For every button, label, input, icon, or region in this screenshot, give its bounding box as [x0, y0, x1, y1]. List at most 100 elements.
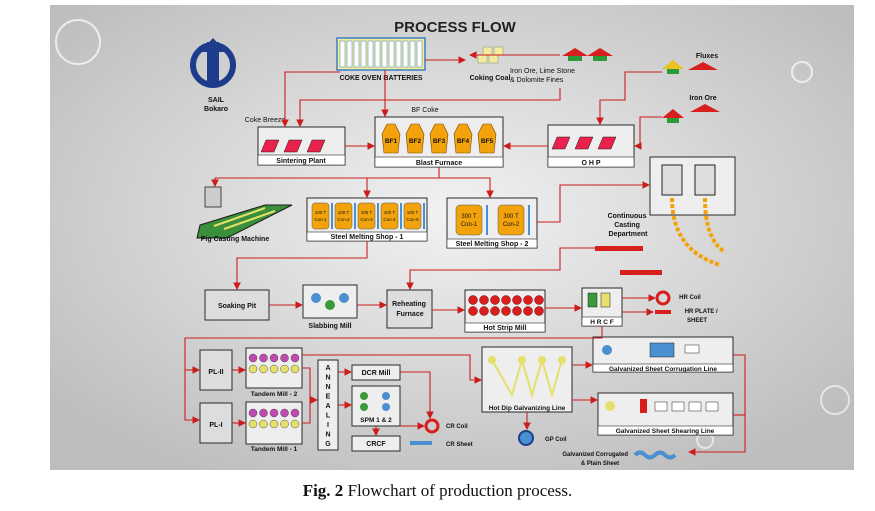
cr-sheet-icon — [410, 441, 432, 445]
flow-hrcf-to-cold — [184, 326, 603, 424]
coke-oven-cell — [360, 40, 367, 68]
annealing-letter: L — [326, 413, 331, 420]
ccd-strand — [703, 197, 727, 254]
bf-unit-label: BF1 — [385, 138, 398, 145]
annealing-letter: I — [327, 422, 329, 429]
ohp-bed — [597, 136, 617, 150]
flow-ironore-to-ohp — [633, 116, 662, 150]
label-gp-coil: GP Coil — [545, 437, 567, 443]
hot-strip-mill-label-box — [464, 322, 546, 333]
label-hrcf: H R C F — [590, 319, 614, 326]
hsm-roll — [468, 306, 478, 316]
hdgl-strip-path — [491, 356, 563, 399]
hr-coil-icon — [655, 290, 671, 306]
label-reheating-furnace: Reheating Furnace — [392, 301, 428, 318]
flow-coke-breeze — [281, 71, 340, 128]
logo-name: SAIL — [208, 97, 225, 104]
tandem-roll — [269, 419, 279, 429]
annealing-letter: E — [326, 394, 331, 401]
tandem-roll — [248, 364, 258, 374]
bf-unit-label: BF4 — [457, 138, 470, 145]
label-galv-corrugated: Galvanized Corrugated & Plain Sheet — [562, 452, 629, 467]
coke-oven-cell — [402, 40, 409, 68]
flow-dcr-out — [400, 371, 434, 420]
ccd-tundish-left — [661, 164, 683, 196]
tandem-roll — [259, 419, 268, 429]
label-iron-ore-fines: Iron Ore, Lime Stone & Dolomite Fines — [510, 68, 577, 84]
flow-bf-distribution — [211, 167, 440, 188]
galvanized-sheet-shearing-line: Galvanized Sheet Shearing Line — [597, 392, 734, 436]
label-cr-coil: CR Coil — [446, 424, 468, 430]
tandem2-rolls — [248, 353, 300, 374]
label-hot-strip-mill: Hot Strip Mill — [483, 325, 526, 332]
diagram-canvas: PROCESS FLOW SAIL Bokaro Coking Coal Flu… — [50, 5, 854, 470]
label-crcf: CRCF — [366, 441, 386, 448]
flow-sms2-to-ccd — [537, 181, 651, 223]
sms2-converter — [455, 204, 483, 236]
label-gscl: Galvanized Sheet Corrugation Line — [609, 366, 717, 373]
sinter-bed — [260, 139, 280, 153]
label-pig-casting: Pig Casting Machine — [201, 236, 270, 243]
flow-bf-to-sms2 — [439, 177, 494, 199]
label-ccd: Continuous Casting Department — [608, 213, 649, 238]
hsm-roll — [523, 295, 533, 305]
annealing-letter: N — [325, 375, 330, 382]
tandem-roll — [290, 353, 300, 363]
raw-material-icons — [477, 46, 720, 123]
flow-arrows — [184, 51, 746, 456]
hsm-roll — [534, 306, 544, 316]
tandem-roll — [280, 353, 289, 363]
decor-bubble — [820, 385, 850, 415]
coke-oven-cell — [416, 40, 423, 68]
bf-unit-label: BF5 — [481, 138, 494, 145]
tandem1-rolls — [248, 408, 300, 429]
hsm-roll — [479, 306, 489, 316]
soaking-pit: Soaking Pit — [204, 289, 270, 321]
tandem-roll — [259, 364, 268, 374]
label-sintering-plant: Sintering Plant — [276, 158, 326, 165]
sms2-converter — [497, 204, 525, 236]
sintering-plant: Sintering Plant — [257, 126, 346, 166]
sinter-bed — [283, 139, 303, 153]
hsm-roll — [501, 306, 511, 316]
pickling-line-2: PL-II — [199, 349, 233, 391]
coking-coal-pile-icon — [562, 48, 613, 61]
label-soaking-pit: Soaking Pit — [218, 303, 257, 310]
ohp-bed — [551, 136, 571, 150]
galvanized-sheet-corrugation-line: Galvanized Sheet Corrugation Line — [592, 336, 734, 373]
label-sms1: Steel Melting Shop - 1 — [331, 234, 404, 241]
ore-handling-plant: O H P — [547, 124, 635, 168]
ccd-strand — [670, 197, 721, 267]
soaking-pit-box — [204, 289, 270, 321]
gp-coil-icon — [518, 430, 534, 446]
coke-oven-cell — [346, 40, 353, 68]
label-cr-sheet: CR Sheet — [446, 442, 473, 448]
coke-oven-cell — [353, 40, 360, 68]
tandem-mill-2: Tandem Mill - 2 — [245, 347, 303, 398]
flow-tm-to-hdgl — [302, 354, 483, 384]
label-coking-coal: Coking Coal — [470, 75, 511, 82]
hot-dip-galvanizing-line: Hot Dip Galvanizing Line — [481, 346, 573, 413]
tandem-roll — [269, 353, 279, 363]
tandem-roll — [290, 419, 300, 429]
ccd-slab — [595, 246, 643, 251]
bf-unit-shape — [477, 123, 497, 154]
reheating-furnace-box — [386, 289, 433, 329]
tandem-roll — [290, 408, 300, 418]
tandem-roll — [248, 419, 258, 429]
tandem-roll — [280, 408, 289, 418]
bf-unit-shape — [381, 123, 401, 154]
reheating-furnace: Reheating Furnace — [386, 289, 433, 329]
pickling-line-1: PL-I — [199, 402, 233, 444]
flow-fines-to-sinter — [296, 88, 561, 128]
label-spm: SPM 1 & 2 — [360, 417, 392, 424]
coke-oven-cell — [367, 40, 374, 68]
sms1-converter — [357, 202, 376, 230]
